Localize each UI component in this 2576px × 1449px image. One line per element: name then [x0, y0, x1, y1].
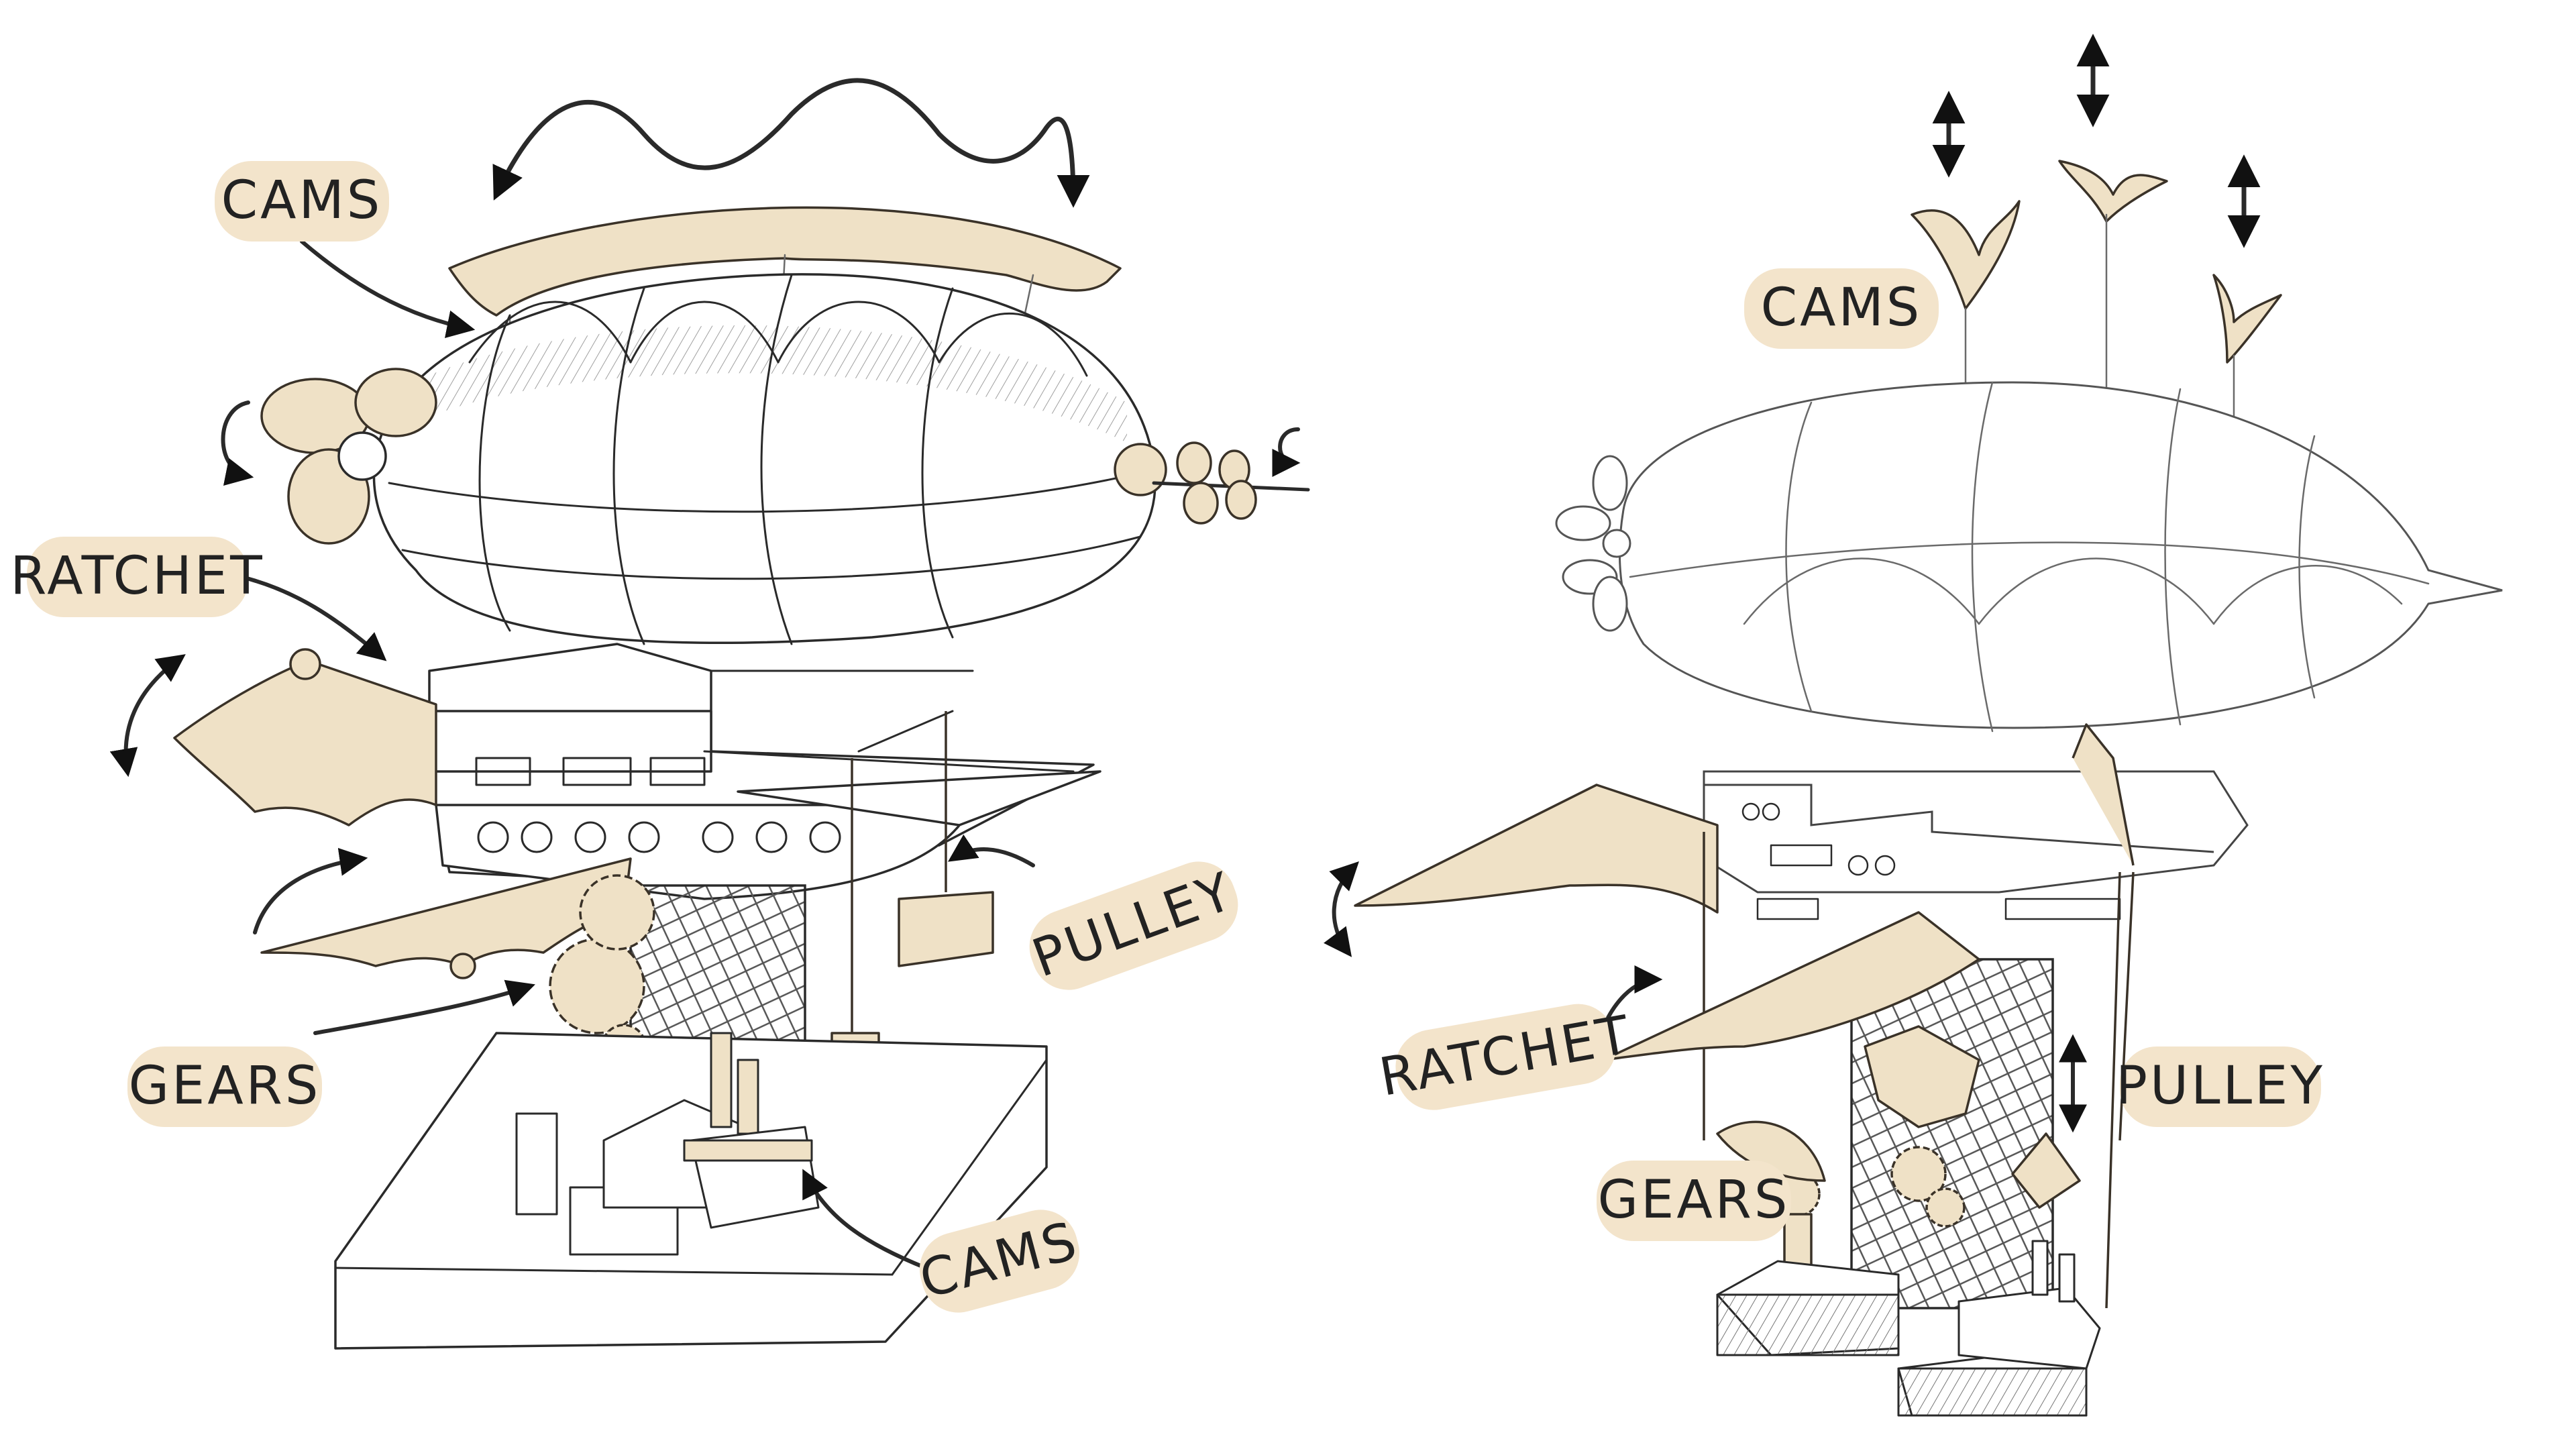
label-pulley-left: PULLEY [1025, 861, 1242, 990]
right-gondola [1703, 723, 2249, 1309]
label-cams-top: CAMS [215, 161, 389, 241]
double-arrow-icon [1324, 861, 1359, 957]
pointer-arrow-icon [239, 575, 387, 661]
wavy-arrow-icon [492, 78, 1090, 208]
svg-text:RATCHET: RATCHET [10, 546, 264, 606]
label-cams-right: CAMS [1744, 268, 1939, 349]
svg-text:GEARS: GEARS [129, 1056, 321, 1116]
svg-text:PULLEY: PULLEY [1025, 861, 1242, 989]
label-gears-left: GEARS [127, 1046, 322, 1127]
label-pulley-right: PULLEY [2116, 1046, 2325, 1127]
left-rear-propeller [260, 368, 437, 545]
left-base-machinery [515, 1032, 820, 1256]
top-cam-plate [448, 206, 1122, 317]
label-gears-right: GEARS [1597, 1161, 1791, 1241]
left-gondola [428, 643, 1102, 900]
pointer-arrow-icon [300, 239, 476, 338]
left-airship-diagram: CAMS RATCHET GEARS PULLEY CAMS [10, 78, 1310, 1350]
double-arrow-icon [109, 654, 186, 777]
pointer-arrow-icon [313, 979, 535, 1035]
right-cam-birds [1911, 160, 2282, 424]
label-ratchet-right: RATCHET [1375, 1004, 1636, 1110]
right-balloon-envelope [1618, 381, 2503, 729]
rotation-arrow-icon [221, 400, 254, 486]
svg-text:CAMS: CAMS [1761, 278, 1923, 338]
svg-text:CAMS: CAMS [221, 170, 383, 231]
rotation-arrow-icon [1272, 427, 1301, 477]
right-lattice-tower [1850, 958, 2054, 1309]
right-gears [1716, 1025, 1980, 1296]
right-lower-wing [1602, 911, 1980, 1061]
left-upper-bat-wing [173, 659, 437, 826]
right-base-buildings [1716, 1240, 2101, 1417]
pointer-arrow-icon [948, 834, 1035, 867]
label-ratchet-left: RATCHET [10, 537, 264, 617]
right-rear-propeller [1555, 455, 1631, 632]
pointer-arrow-icon [802, 1169, 928, 1270]
svg-text:GEARS: GEARS [1598, 1170, 1790, 1230]
svg-text:PULLEY: PULLEY [2116, 1056, 2325, 1116]
right-airship-diagram: CAMS RATCHET GEARS PULLEY [1324, 34, 2503, 1417]
right-upper-wing [1354, 784, 1719, 914]
pointer-arrow-icon [253, 847, 368, 934]
left-front-propeller [1114, 441, 1310, 525]
